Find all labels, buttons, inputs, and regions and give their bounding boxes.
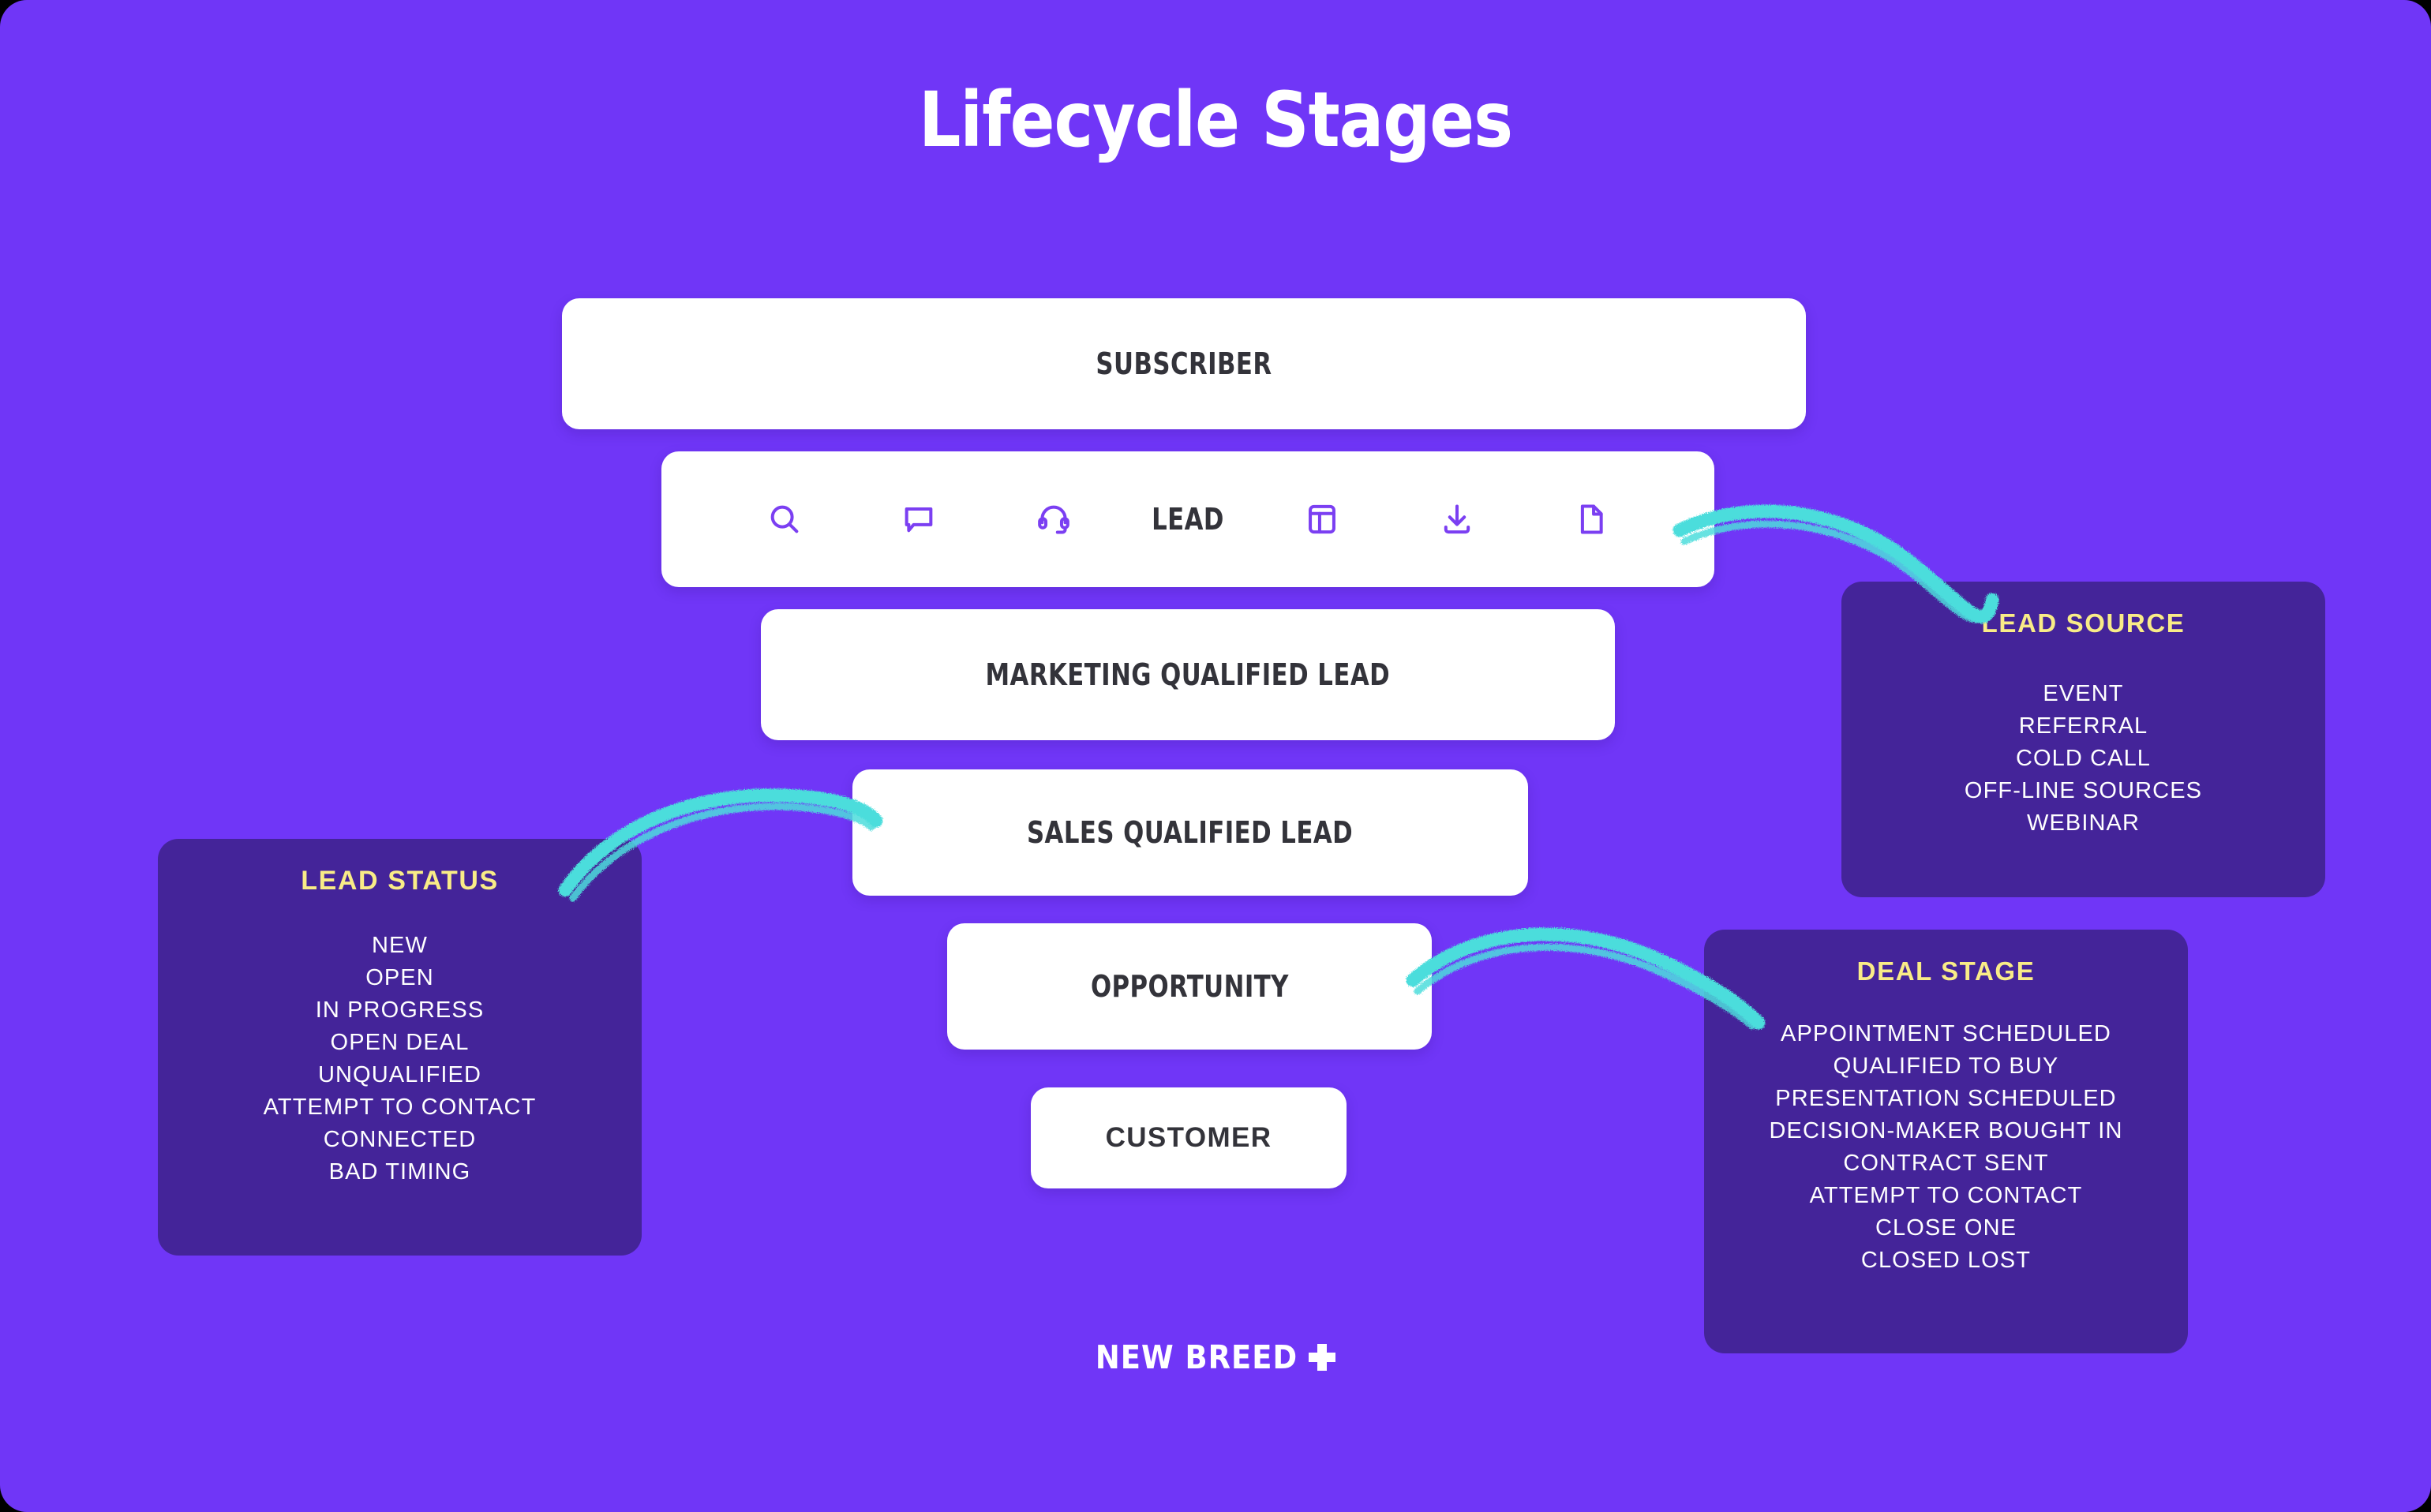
card-title: DEAL STAGE	[1856, 956, 2036, 986]
brand-logo: NEW BREED	[0, 1338, 2431, 1376]
plus-icon	[1309, 1344, 1336, 1371]
headset-icon	[1006, 501, 1101, 537]
card-lead-source: LEAD SOURCE EVENT REFERRAL COLD CALL OFF…	[1841, 582, 2325, 897]
card-item-list: EVENT REFERRAL COLD CALL OFF-LINE SOURCE…	[1841, 678, 2325, 840]
card-title: LEAD SOURCE	[1981, 608, 2186, 638]
list-item: COLD CALL	[2015, 746, 2152, 771]
funnel-stage-label: CUSTOMER	[1105, 1122, 1272, 1153]
list-item: UNQUALIFIED	[317, 1062, 482, 1087]
card-lead-status: LEAD STATUS NEW OPEN IN PROGRESS OPEN DE…	[158, 839, 642, 1256]
list-item: CONTRACT SENT	[1843, 1151, 2049, 1176]
list-item: APPOINTMENT SCHEDULED	[1781, 1021, 2111, 1046]
funnel-stage-subscriber: SUBSCRIBER	[562, 298, 1806, 429]
list-item: NEW	[372, 933, 428, 958]
page-title: Lifecycle Stages	[919, 76, 1513, 164]
funnel-stage-label-lead: LEAD	[1152, 502, 1224, 537]
funnel-stage-label: OPPORTUNITY	[1090, 969, 1289, 1004]
card-title: LEAD STATUS	[301, 866, 499, 896]
list-item: IN PROGRESS	[315, 997, 485, 1023]
card-item-list: NEW OPEN IN PROGRESS OPEN DEAL UNQUALIFI…	[158, 930, 642, 1188]
file-icon	[1544, 501, 1639, 537]
funnel-stage-sales-qualified-lead: SALES QUALIFIED LEAD	[852, 769, 1528, 896]
list-item: PRESENTATION SCHEDULED	[1775, 1086, 2117, 1111]
list-item: WEBINAR	[2026, 810, 2141, 836]
list-item: REFERRAL	[2018, 713, 2148, 739]
brand-logo-text: NEW BREED	[1095, 1338, 1298, 1376]
card-deal-stage: DEAL STAGE APPOINTMENT SCHEDULED QUALIFI…	[1704, 930, 2188, 1353]
list-item: OPEN	[365, 965, 434, 990]
funnel-stage-label: SALES QUALIFIED LEAD	[1027, 815, 1354, 850]
list-item: ATTEMPT TO CONTACT	[263, 1095, 537, 1120]
list-item: OFF-LINE SOURCES	[1964, 778, 2203, 803]
list-item: OPEN DEAL	[330, 1030, 470, 1055]
list-item: CLOSE ONE	[1875, 1215, 2017, 1241]
list-item: EVENT	[2043, 681, 2124, 706]
layout-panel-icon	[1275, 501, 1369, 537]
card-item-list: APPOINTMENT SCHEDULED QUALIFIED TO BUY P…	[1704, 1018, 2188, 1277]
list-item: BAD TIMING	[328, 1159, 471, 1185]
search-icon	[737, 501, 832, 537]
list-item: QUALIFIED TO BUY	[1833, 1054, 2059, 1079]
funnel-stage-marketing-qualified-lead: MARKETING QUALIFIED LEAD	[761, 609, 1615, 740]
list-item: DECISION-MAKER BOUGHT IN	[1769, 1118, 2123, 1143]
list-item: CLOSED LOST	[1860, 1248, 2032, 1273]
list-item: CONNECTED	[323, 1127, 477, 1152]
funnel-stage-label: SUBSCRIBER	[1096, 346, 1272, 381]
list-item: ATTEMPT TO CONTACT	[1809, 1183, 2083, 1208]
download-icon	[1410, 501, 1504, 537]
funnel-stage-lead: LEAD	[661, 451, 1714, 587]
funnel-stage-customer: CUSTOMER	[1031, 1087, 1347, 1188]
funnel-stage-opportunity: OPPORTUNITY	[947, 923, 1432, 1050]
funnel-stage-label: MARKETING QUALIFIED LEAD	[985, 657, 1391, 692]
chat-bubble-icon	[871, 501, 966, 537]
